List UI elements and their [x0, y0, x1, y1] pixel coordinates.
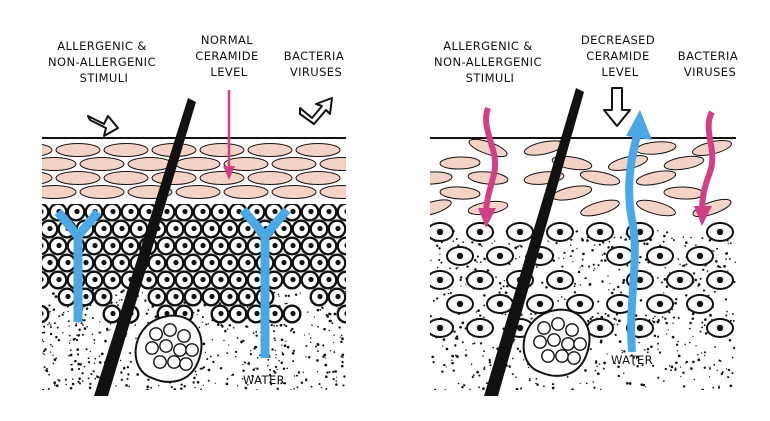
- sebaceous-gland-icon: [524, 310, 590, 376]
- ceramide-label: DECREASED CERAMIDE LEVEL: [581, 33, 659, 79]
- stimuli-label: ALLERGENIC & NON-ALLERGENIC STIMULI: [434, 39, 546, 85]
- hollow-arrow-icon: [300, 98, 332, 124]
- water-label: WATER: [243, 373, 285, 387]
- pathogen-label: BACTERIA VIRUSES: [284, 49, 348, 79]
- water-label: WATER: [611, 353, 653, 367]
- ceramide-arrow-normal: [223, 90, 235, 180]
- right-panel-damaged-skin: ALLERGENIC & NON-ALLERGENIC STIMULI DECR…: [411, 33, 742, 396]
- pathogen-label: BACTERIA VIRUSES: [678, 49, 742, 79]
- stimuli-label: ALLERGENIC & NON-ALLERGENIC STIMULI: [48, 39, 160, 85]
- left-panel-normal-skin: ALLERGENIC & NON-ALLERGENIC STIMULI NORM…: [8, 33, 364, 396]
- ceramide-hollow-arrow-icon: [604, 88, 630, 126]
- ceramide-label: NORMAL CERAMIDE LEVEL: [195, 33, 262, 79]
- hollow-arrow-icon: [88, 116, 118, 136]
- sebaceous-gland-icon: [136, 316, 202, 382]
